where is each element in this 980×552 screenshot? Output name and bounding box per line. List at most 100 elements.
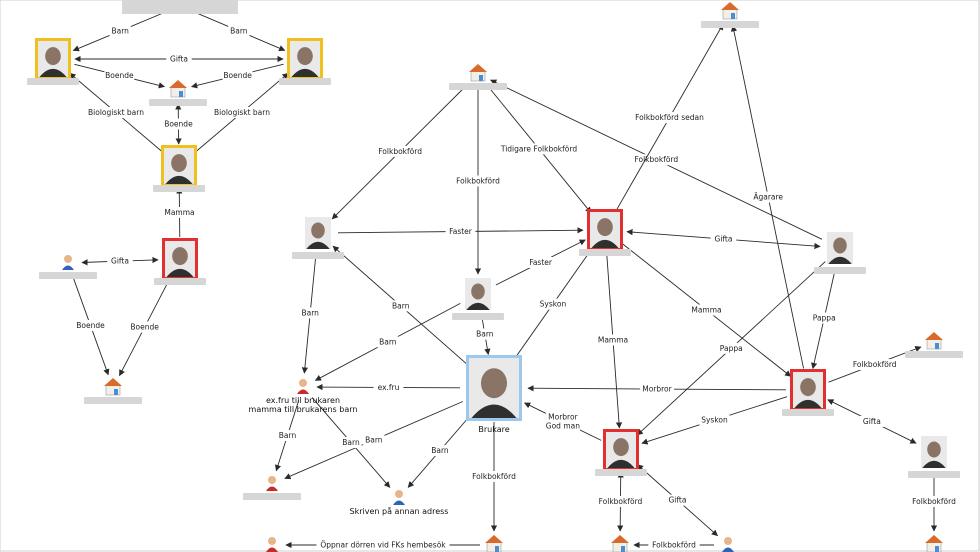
edge-p9-u3[interactable]: Barn [284, 401, 463, 480]
edge-p9-p10[interactable]: Morbror [527, 383, 787, 395]
edge-p6-p11[interactable]: Mamma [598, 251, 628, 429]
edge-label-bg [699, 414, 730, 426]
edge-p1-h1[interactable]: Boende [74, 63, 166, 89]
node-h7[interactable] [591, 535, 649, 552]
node-u5[interactable] [243, 537, 301, 552]
node-h3[interactable] [449, 64, 507, 90]
edge-p4-u1[interactable]: Gifta [81, 255, 159, 267]
edge-top-p1[interactable]: Barn [72, 10, 168, 52]
user-icon [64, 255, 72, 263]
edge-label: Barn [392, 301, 410, 310]
person-photo-icon [45, 47, 61, 66]
edge-p9-u4[interactable]: Barn [407, 413, 473, 488]
edge-top-p2[interactable]: Barn [192, 11, 286, 52]
edge-p7-p6[interactable]: Faster [495, 239, 586, 286]
house-door [731, 13, 735, 19]
node-p3[interactable] [153, 145, 205, 192]
house-roof [169, 80, 187, 88]
edge-label-bg [107, 255, 133, 267]
redacted-label [814, 267, 866, 274]
node-top[interactable] [122, 0, 238, 14]
edge-p6-h4[interactable]: Folkbokförd sedan [615, 23, 724, 212]
edge-label: Biologiskt barn [88, 108, 144, 117]
edge-label-bg [340, 437, 362, 448]
edge-label: Faster [449, 227, 473, 236]
redacted-label [153, 185, 205, 192]
node-u4[interactable]: Skriven på annan adress [350, 490, 449, 516]
edge-u6-h7[interactable]: Folkbokförd [633, 539, 714, 551]
node-h8[interactable] [905, 535, 963, 552]
edge-label: Barn [279, 431, 297, 440]
edge-u2-p7[interactable]: Barn [314, 302, 461, 381]
node-p2[interactable] [279, 38, 331, 85]
edge-p10-h4[interactable]: Ägarare [730, 25, 804, 369]
edge-p9-u2[interactable]: ex.fru [316, 381, 461, 393]
edge-p8-p10[interactable]: Pappa [811, 267, 837, 370]
redacted-label [292, 252, 344, 259]
edge-p10-p12[interactable]: Gifta [827, 399, 917, 444]
node-u1[interactable] [39, 255, 97, 279]
edge-label: Boende [76, 321, 105, 330]
edge-p5-p6[interactable]: Faster [337, 226, 584, 238]
edge-p4-h2[interactable]: Boende [119, 278, 171, 377]
edge-p11-u6[interactable]: Gifta [636, 464, 719, 537]
node-p11[interactable] [595, 429, 647, 476]
edge-p11-h7[interactable]: Folkbokförd [594, 471, 647, 532]
edge-p1-p2[interactable]: Gifta [74, 53, 284, 65]
edge-p9-p5[interactable]: Barn [332, 245, 469, 366]
edge-p8-p11[interactable]: Pappa [636, 261, 826, 436]
node-u3[interactable] [243, 476, 301, 500]
edge-p9-p7[interactable]: Barn [474, 313, 496, 356]
node-h5[interactable] [905, 332, 963, 358]
edge-u1-h2[interactable]: Boende [72, 276, 110, 376]
node-p10[interactable] [782, 369, 834, 416]
edge-label: Folkbokförd [599, 497, 643, 506]
node-p8[interactable] [814, 232, 866, 274]
redacted-label [905, 351, 963, 358]
node-h2[interactable] [84, 378, 142, 404]
edge-label-bg [545, 411, 580, 432]
edge-p3-p1[interactable]: Biologiskt barn [69, 72, 163, 153]
edge-h3-p7[interactable]: Folkbokförd [452, 88, 504, 275]
node-p7[interactable] [452, 278, 504, 320]
edge-h6-u5[interactable]: Öppnar dörren vid FKs hembesök [285, 539, 480, 551]
node-u6[interactable] [699, 537, 757, 552]
edge-p9-p6[interactable]: Syskon [513, 247, 593, 361]
edge-h3-p5[interactable]: Folkbokförd [331, 83, 469, 220]
redacted-label [84, 397, 142, 404]
edge-label-bg [468, 471, 520, 482]
edge-p12-h8[interactable]: Folkbokförd [908, 471, 960, 532]
node-h6[interactable] [465, 535, 523, 552]
edge-p3-p2[interactable]: Biologiskt barn [195, 72, 289, 153]
edge-h3-p6[interactable]: Tidigare Folkbokförd [486, 84, 592, 214]
edge-u2-u4[interactable]: Barn [311, 397, 391, 488]
edge-p6-p8[interactable]: Gifta [626, 228, 821, 250]
node-h4[interactable] [701, 2, 759, 28]
edge-u2-p5[interactable]: Barn [299, 252, 321, 374]
node-p6[interactable] [579, 209, 631, 256]
edge-p6-p10[interactable]: Mamma [621, 243, 792, 377]
person-shoulders [306, 241, 330, 249]
edge-p10-p11[interactable]: Syskon [641, 396, 788, 445]
node-h1[interactable] [149, 80, 207, 106]
edge-u2-u3[interactable]: Barn [274, 400, 300, 472]
node-p5[interactable] [292, 217, 344, 259]
edge-label-bg [299, 307, 321, 319]
node-p9[interactable]: Brukare [466, 355, 522, 434]
edge-p4-p3[interactable]: Mamma [164, 187, 195, 238]
house-roof [925, 535, 943, 543]
edge-p9-h6[interactable]: Folkbokförd [468, 422, 520, 532]
person-photo-icon [481, 368, 507, 399]
edge-p2-h1[interactable]: Boende [190, 63, 284, 89]
node-p1[interactable] [27, 38, 79, 85]
edge-p3-h1[interactable]: Boende [163, 103, 194, 145]
house-door [935, 343, 939, 349]
node-p12[interactable] [908, 436, 960, 478]
edge-label: Folkbokförd [456, 177, 500, 186]
edge-h3-p8[interactable]: Folkbokförd [490, 79, 823, 240]
node-p4[interactable] [154, 238, 206, 285]
edge-label: Pappa [720, 344, 743, 353]
